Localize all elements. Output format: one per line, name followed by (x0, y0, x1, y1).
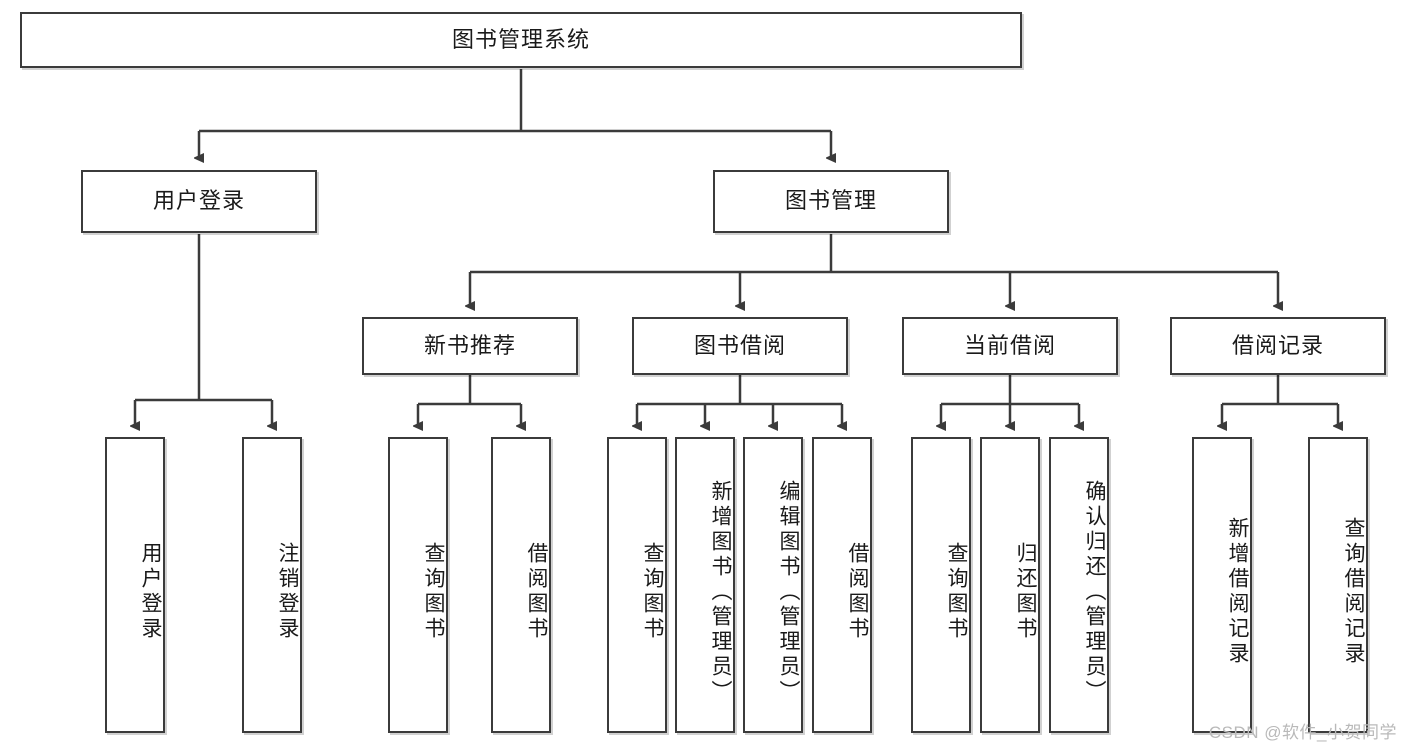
node-label: 图书管理系统 (451, 26, 590, 52)
leaf-book-borrow-edit-book-admin[interactable]: 编辑图书（管理员） (743, 437, 803, 733)
leaf-current-borrow-confirm-return-admin[interactable]: 确认归还（管理员） (1049, 437, 1109, 733)
leaf-borrow-record-query-record[interactable]: 查询借阅记录 (1308, 437, 1368, 733)
node-label: 查询图书 (945, 542, 968, 642)
node-label: 编辑图书（管理员） (777, 479, 800, 705)
node-label: 归还图书 (1014, 542, 1037, 642)
node-book-borrow[interactable]: 图书借阅 (632, 317, 848, 375)
node-root-book-management-system[interactable]: 图书管理系统 (20, 12, 1022, 68)
node-label: 借阅图书 (525, 542, 548, 642)
leaf-new-book-borrow-book[interactable]: 借阅图书 (491, 437, 551, 733)
leaf-user-login-logout[interactable]: 注销登录 (242, 437, 302, 733)
node-new-book-recommend[interactable]: 新书推荐 (362, 317, 578, 375)
leaf-current-borrow-query-book[interactable]: 查询图书 (911, 437, 971, 733)
leaf-current-borrow-return-book[interactable]: 归还图书 (980, 437, 1040, 733)
node-label: 借阅记录 (1231, 332, 1324, 358)
node-label: 新增图书（管理员） (709, 479, 732, 705)
node-label: 确认归还（管理员） (1083, 479, 1106, 705)
node-label: 查询借阅记录 (1342, 517, 1365, 667)
node-current-borrow[interactable]: 当前借阅 (902, 317, 1118, 375)
node-label: 新书推荐 (423, 332, 516, 358)
node-label: 注销登录 (276, 542, 299, 642)
csdn-watermark: CSDN @软件_小贺同学 (1208, 723, 1397, 742)
node-book-management[interactable]: 图书管理 (713, 170, 949, 233)
node-label: 当前借阅 (963, 332, 1056, 358)
leaf-book-borrow-borrow-book[interactable]: 借阅图书 (812, 437, 872, 733)
node-label: 借阅图书 (846, 542, 869, 642)
leaf-borrow-record-add-record[interactable]: 新增借阅记录 (1192, 437, 1252, 733)
node-label: 用户登录 (152, 188, 245, 214)
node-label: 图书借阅 (693, 332, 786, 358)
leaf-book-borrow-add-book-admin[interactable]: 新增图书（管理员） (675, 437, 735, 733)
node-label: 查询图书 (422, 542, 445, 642)
leaf-user-login-login[interactable]: 用户登录 (105, 437, 165, 733)
node-label: 用户登录 (139, 542, 162, 642)
node-label: 新增借阅记录 (1226, 517, 1249, 667)
leaf-book-borrow-query-book[interactable]: 查询图书 (607, 437, 667, 733)
node-label: 查询图书 (641, 542, 664, 642)
node-label: 图书管理 (784, 188, 877, 214)
node-user-login[interactable]: 用户登录 (81, 170, 317, 233)
leaf-new-book-query-book[interactable]: 查询图书 (388, 437, 448, 733)
node-borrow-record[interactable]: 借阅记录 (1170, 317, 1386, 375)
